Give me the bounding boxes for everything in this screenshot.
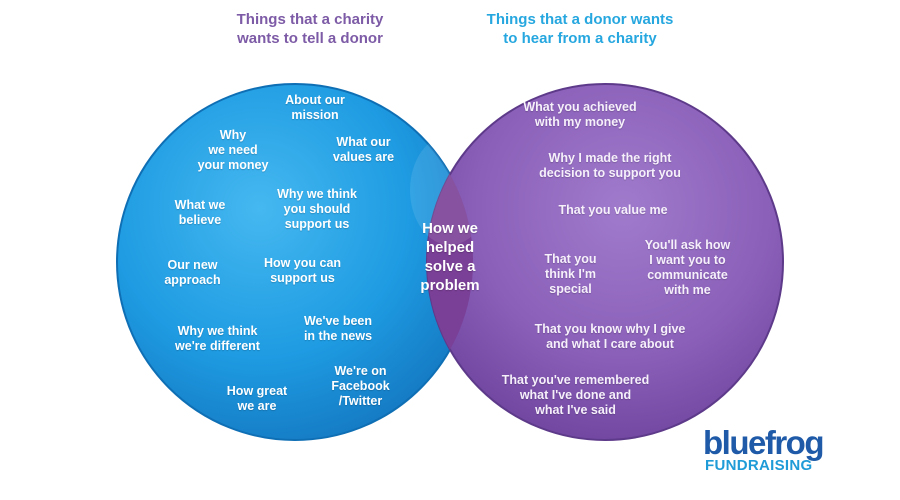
left-item-values: What our values are: [332, 135, 395, 164]
left-item-need-money: Why we need your money: [197, 128, 269, 172]
right-item-value-me: That you value me: [558, 203, 668, 217]
right-item-right-decision: Why I made the right decision to support…: [539, 151, 681, 180]
right-item-why-give: That you know why I give and what I care…: [534, 322, 686, 351]
logo-subtitle: FUNDRAISING: [705, 457, 813, 474]
right-item-special: That you think I'm special: [544, 252, 597, 296]
overlap-item: How we helped solve a problem: [420, 220, 480, 294]
left-item-can-support: How you can support us: [263, 256, 342, 285]
right-item-achieved: What you achieved with my money: [523, 100, 637, 129]
left-item-news: We've been in the news: [303, 314, 373, 343]
right-item-communicate: You'll ask how I want you to communicate…: [644, 238, 731, 297]
left-item-facebook: We're on Facebook /Twitter: [331, 364, 390, 408]
right-item-remembered: That you've remembered what I've done an…: [501, 373, 650, 417]
heading-donor: Things that a donor wants to hear from a…: [486, 11, 674, 47]
left-item-believe: What we believe: [174, 198, 226, 227]
logo-wordmark: bluefrog: [703, 424, 824, 461]
left-item-how-great: How great we are: [226, 384, 288, 413]
left-item-mission: About our mission: [285, 93, 345, 122]
left-item-different: Why we think we're different: [175, 324, 260, 353]
left-item-new-approach: Our new approach: [164, 258, 221, 287]
left-item-should-support: Why we think you should support us: [277, 187, 357, 231]
heading-charity: Things that a charity wants to tell a do…: [236, 11, 384, 47]
bluefrog-logo: bluefrog FUNDRAISING: [703, 424, 863, 474]
